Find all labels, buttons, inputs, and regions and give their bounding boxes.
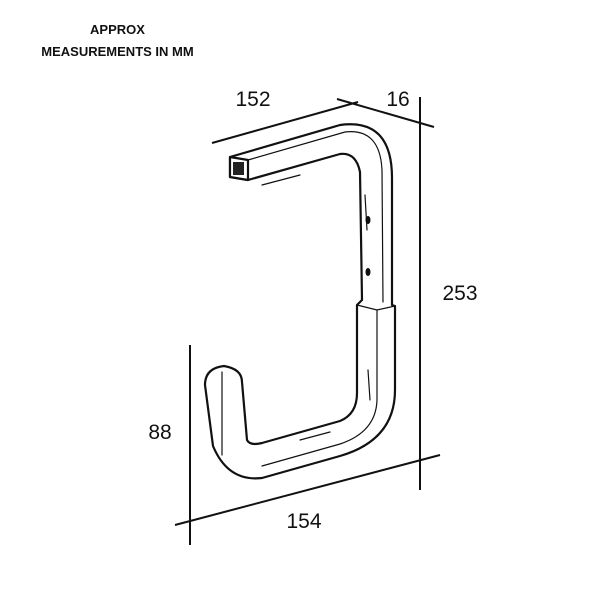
dimension-line-16 — [336, 98, 435, 128]
dimension-line-152 — [211, 101, 359, 144]
dimension-label-height: 253 — [442, 282, 477, 305]
dimension-line-154 — [174, 454, 441, 526]
dimension-label-hook-height: 88 — [148, 421, 171, 444]
dimension-label-top-length: 152 — [235, 88, 270, 111]
heading-measurements: MEASUREMENTS IN MM — [41, 44, 194, 59]
storage-hook-illustration — [203, 123, 397, 480]
dimension-label-depth: 16 — [386, 88, 409, 111]
dimension-label-bottom-length: 154 — [286, 510, 321, 533]
heading-approx: APPROX — [90, 22, 145, 37]
